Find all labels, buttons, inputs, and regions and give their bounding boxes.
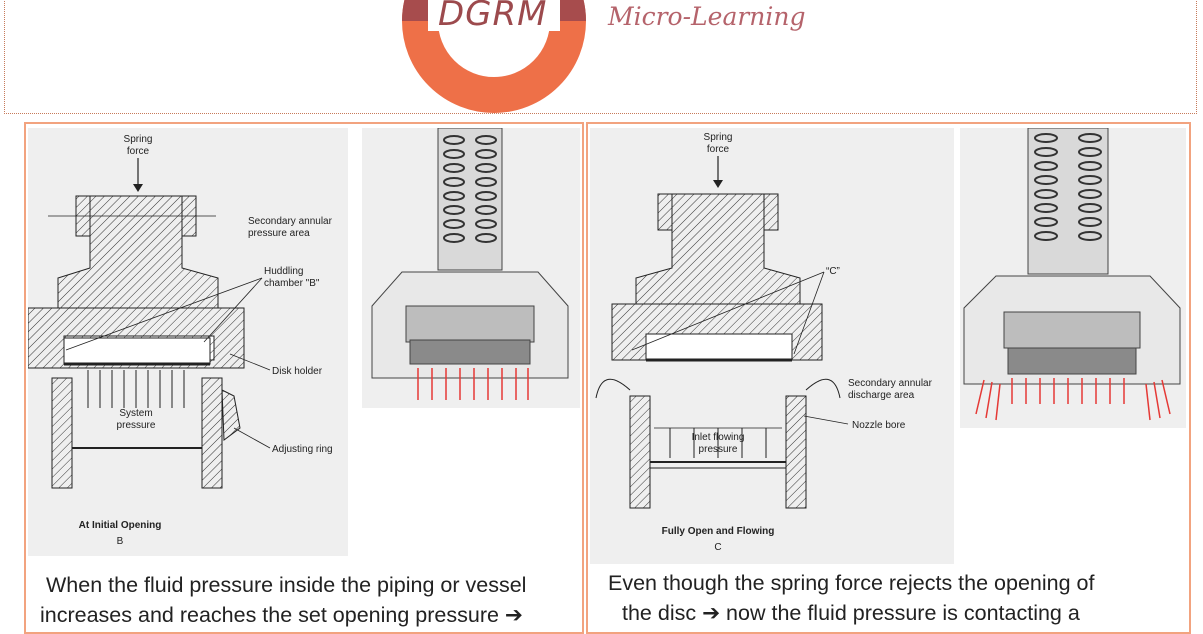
stage-letter-c: C [714, 542, 721, 553]
disk-holder-label: Disk holder [272, 366, 323, 377]
caption-line-2-right: the disc ➔ now the fluid pressure is con… [622, 601, 1080, 625]
stage-title-c: Fully Open and Flowing [662, 526, 775, 537]
spring-force-label-2: force [127, 146, 150, 157]
stage-title-b: At Initial Opening [79, 520, 162, 531]
secondary-area-label-1: Secondary annular [248, 216, 333, 227]
caption-line-2: increases and reaches the set opening pr… [40, 603, 523, 627]
logo-text: DGRM [438, 0, 548, 34]
brand-tagline: Micro-Learning [608, 2, 806, 31]
spring-force-label-1: Spring [124, 134, 153, 145]
valve-schematic-initial-opening: Spring force System pressure Secondary a… [28, 128, 348, 556]
right-panel: Spring force Inlet flowing pressure “C” … [586, 122, 1191, 634]
adjusting-ring-label: Adjusting ring [272, 444, 333, 455]
stage-letter-b: B [117, 536, 124, 547]
valve-cutaway-fully-open [960, 128, 1186, 428]
valve-schematic-fully-open: Spring force Inlet flowing pressure “C” … [590, 128, 954, 564]
huddling-label-2: chamber "B" [264, 278, 320, 289]
secondary-discharge-label-1: Secondary annular [848, 378, 933, 389]
spring-force-label-r1: Spring [704, 132, 733, 143]
chamber-c-label: “C” [826, 266, 840, 277]
caption-line-1: When the fluid pressure inside the pipin… [46, 573, 527, 597]
system-pressure-label-1: System [119, 408, 152, 419]
huddling-label-1: Huddling [264, 266, 303, 277]
inlet-flow-label-2: pressure [699, 444, 738, 455]
nozzle-bore-label: Nozzle bore [852, 420, 906, 431]
caption-line-1-right: Even though the spring force rejects the… [608, 571, 1095, 595]
left-panel: Spring force System pressure Secondary a… [24, 122, 584, 634]
spring-force-label-r2: force [707, 144, 730, 155]
secondary-discharge-label-2: discharge area [848, 390, 915, 401]
valve-cutaway-initial [362, 128, 580, 408]
system-pressure-label-2: pressure [117, 420, 156, 431]
secondary-area-label-2: pressure area [248, 228, 310, 239]
inlet-flow-label-1: Inlet flowing [692, 432, 745, 443]
header-frame [4, 0, 1197, 114]
logo-ring [402, 0, 586, 113]
